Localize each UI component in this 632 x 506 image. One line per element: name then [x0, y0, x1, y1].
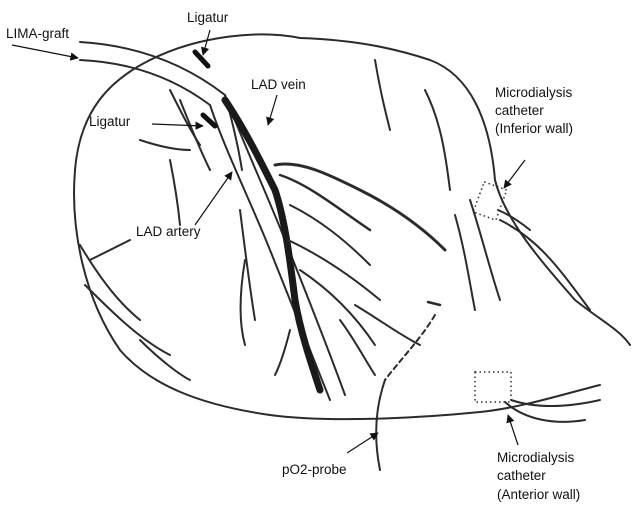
lima-graft	[80, 42, 242, 170]
label-microdialysis-anterior-1: Microdialysis	[497, 450, 575, 465]
label-microdialysis-anterior-3: (Anterior wall)	[497, 487, 580, 502]
label-lad-vein: LAD vein	[251, 77, 306, 92]
label-lima-graft: LIMA-graft	[6, 26, 69, 41]
label-microdialysis-inferior-3: (Inferior wall)	[495, 121, 573, 136]
label-ligatur-left: Ligatur	[89, 114, 131, 129]
label-microdialysis-inferior-1: Microdialysis	[495, 85, 573, 100]
ligatur-marks	[195, 52, 215, 126]
microdialysis-inferior-catheter	[473, 182, 530, 230]
microdialysis-anterior-catheter	[475, 372, 600, 422]
label-microdialysis-inferior-2: catheter	[495, 103, 544, 118]
label-lad-artery: LAD artery	[136, 224, 201, 239]
po2-probe	[376, 302, 440, 470]
lad-artery	[210, 95, 345, 400]
label-po2-probe: pO2-probe	[282, 462, 347, 477]
label-ligatur-top: Ligatur	[187, 10, 229, 25]
arrows	[12, 30, 525, 453]
label-microdialysis-anterior-2: catheter	[497, 468, 546, 483]
